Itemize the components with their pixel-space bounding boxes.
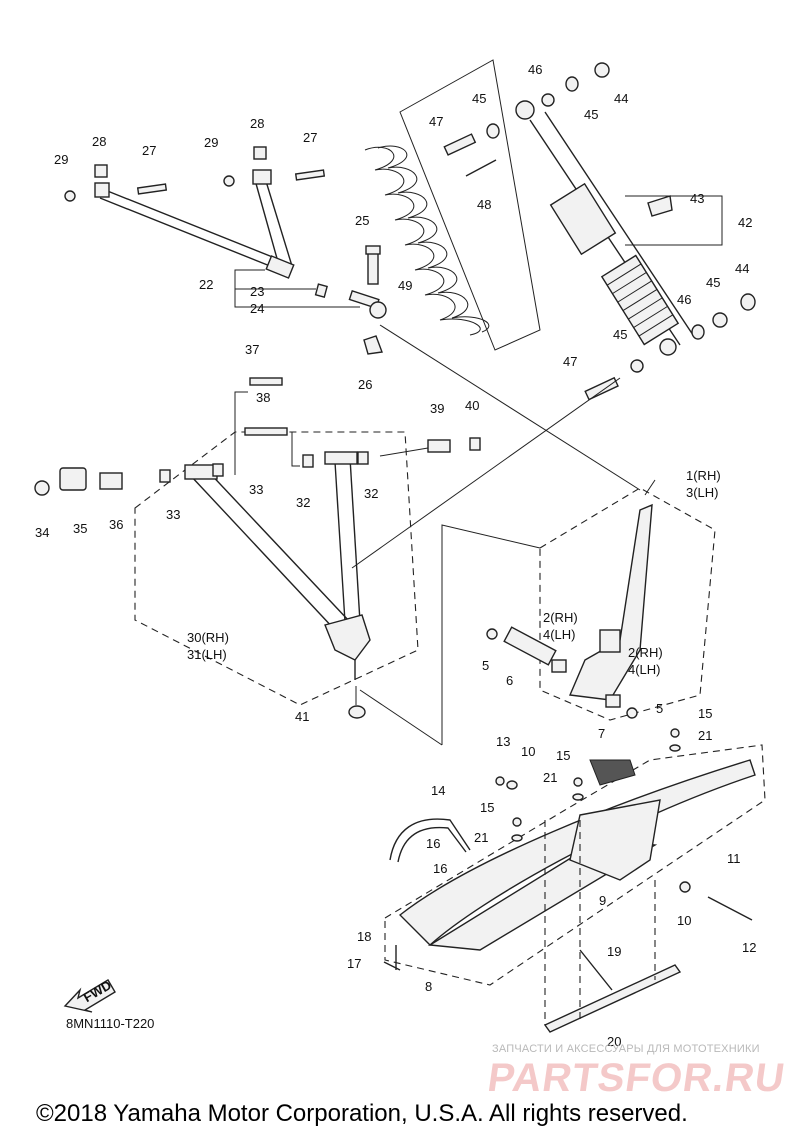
- callout-35: 35: [73, 521, 87, 536]
- callout-3-lh: 3(LH): [686, 485, 719, 500]
- callout-10-b: 10: [677, 913, 691, 928]
- callout-27-b: 27: [303, 130, 317, 145]
- callout-19: 19: [607, 944, 621, 959]
- callout-25: 25: [355, 213, 369, 228]
- callout-38: 38: [256, 390, 270, 405]
- callout-5-b: 5: [656, 701, 663, 716]
- callout-28-b: 28: [250, 116, 264, 131]
- callout-14: 14: [431, 783, 445, 798]
- callout-21-c: 21: [474, 830, 488, 845]
- callout-31-lh: 31(LH): [187, 647, 227, 662]
- callout-18: 18: [357, 929, 371, 944]
- lower-arm-group: [34, 377, 481, 719]
- callout-45-b: 45: [584, 107, 598, 122]
- callout-9: 9: [599, 893, 606, 908]
- callout-2-rh-a: 2(RH): [543, 610, 578, 625]
- callout-41: 41: [295, 709, 309, 724]
- callout-32-b: 32: [364, 486, 378, 501]
- watermark-logo: PARTSFOR.RU: [484, 1056, 789, 1100]
- diagram-code: 8MN1110-T220: [66, 1016, 155, 1031]
- callout-4-lh-a: 4(LH): [543, 627, 576, 642]
- callout-46-a: 46: [528, 62, 542, 77]
- callout-29-a: 29: [54, 152, 68, 167]
- callout-44-b: 44: [735, 261, 749, 276]
- callout-4-lh-b: 4(LH): [628, 662, 661, 677]
- callout-47-a: 47: [429, 114, 443, 129]
- callout-16-a: 16: [426, 836, 440, 851]
- callout-49: 49: [398, 278, 412, 293]
- leader-lines: [351, 324, 641, 746]
- callout-33-b: 33: [249, 482, 263, 497]
- spindle-group: [486, 479, 716, 721]
- callout-13: 13: [496, 734, 510, 749]
- callout-47-b: 47: [563, 354, 577, 369]
- callout-23: 23: [250, 284, 264, 299]
- callout-32-a: 32: [296, 495, 310, 510]
- callout-17: 17: [347, 956, 361, 971]
- callout-20: 20: [607, 1034, 621, 1049]
- callout-22: 22: [199, 277, 213, 292]
- callout-46-b: 46: [677, 292, 691, 307]
- callout-8: 8: [425, 979, 432, 994]
- callout-6: 6: [506, 673, 513, 688]
- callout-1-rh: 1(RH): [686, 468, 721, 483]
- callout-12: 12: [742, 940, 756, 955]
- ski-group: [383, 728, 766, 1033]
- callout-33-a: 33: [166, 507, 180, 522]
- callout-10-a: 10: [521, 744, 535, 759]
- callout-labels: 1(RH) 3(LH) 2(RH) 4(LH) 2(RH) 4(LH) 5 5 …: [35, 62, 756, 1049]
- callout-15-a: 15: [698, 706, 712, 721]
- callout-21-a: 21: [698, 728, 712, 743]
- callout-27-a: 27: [142, 143, 156, 158]
- callout-45-a: 45: [472, 91, 486, 106]
- shock-absorber-group: [364, 59, 756, 401]
- copyright-notice: ©2018 Yamaha Motor Corporation, U.S.A. A…: [36, 1100, 688, 1127]
- callout-45-c: 45: [706, 275, 720, 290]
- callout-11: 11: [727, 851, 741, 866]
- callout-21-b: 21: [543, 770, 557, 785]
- callout-42: 42: [738, 215, 752, 230]
- callout-48: 48: [477, 197, 491, 212]
- callout-43: 43: [690, 191, 704, 206]
- callout-44-a: 44: [614, 91, 628, 106]
- callout-39: 39: [430, 401, 444, 416]
- callout-29-b: 29: [204, 135, 218, 150]
- callout-2-rh-b: 2(RH): [628, 645, 663, 660]
- callout-36: 36: [109, 517, 123, 532]
- callout-24: 24: [250, 301, 264, 316]
- callout-15-b: 15: [556, 748, 570, 763]
- forward-arrow-icon: FWD: [63, 977, 116, 1013]
- callout-16-b: 16: [433, 861, 447, 876]
- callout-40: 40: [465, 398, 479, 413]
- callout-34: 34: [35, 525, 49, 540]
- callout-26: 26: [358, 377, 372, 392]
- watermark-caption: ЗАПЧАСТИ И АКСЕССУАРЫ ДЛЯ МОТОТЕХНИКИ: [492, 1043, 760, 1055]
- callout-45-d: 45: [613, 327, 627, 342]
- callout-28-a: 28: [92, 134, 106, 149]
- callout-30-rh: 30(RH): [187, 630, 229, 645]
- upper-arm-group: [64, 146, 387, 355]
- callout-7: 7: [598, 726, 605, 741]
- callout-37: 37: [245, 342, 259, 357]
- callout-15-c: 15: [480, 800, 494, 815]
- callout-5-a: 5: [482, 658, 489, 673]
